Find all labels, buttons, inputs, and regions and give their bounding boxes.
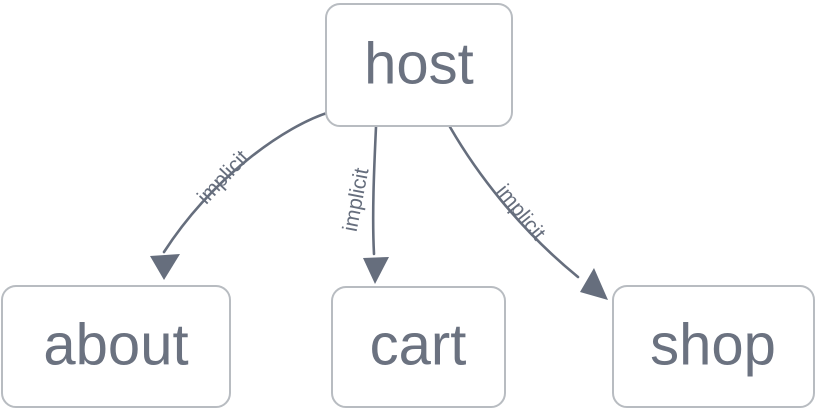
edge-label-group-host-shop: implicit bbox=[492, 180, 550, 244]
node-host-label: host bbox=[364, 31, 474, 96]
node-cart-box bbox=[331, 286, 506, 408]
edges-layer: implicit implicit implicit bbox=[150, 110, 608, 300]
node-about-box bbox=[1, 285, 231, 408]
edge-path-host-cart bbox=[371, 125, 378, 256]
edge-arrowhead-host-shop bbox=[580, 268, 608, 300]
edge-host-cart[interactable]: implicit bbox=[339, 125, 389, 284]
node-shop-box bbox=[612, 285, 815, 408]
node-host-box bbox=[325, 3, 513, 127]
node-about[interactable]: about bbox=[1, 285, 231, 408]
edge-arrowhead-host-about bbox=[150, 254, 180, 280]
node-cart[interactable]: cart bbox=[331, 286, 506, 408]
node-shop[interactable]: shop bbox=[612, 285, 815, 408]
edge-path-host-shop bbox=[448, 125, 580, 279]
node-cart-label: cart bbox=[370, 312, 467, 377]
edge-label-host-about: implicit bbox=[193, 146, 254, 209]
edge-label-host-cart: implicit bbox=[339, 166, 374, 234]
edge-arrowhead-host-cart bbox=[363, 257, 389, 284]
edge-label-host-shop: implicit bbox=[492, 180, 550, 244]
edge-path-host-about bbox=[162, 110, 332, 254]
node-shop-label: shop bbox=[650, 312, 776, 377]
nodes-layer: host about cart shop bbox=[1, 3, 815, 408]
node-host[interactable]: host bbox=[325, 3, 513, 127]
edge-host-shop[interactable]: implicit bbox=[448, 125, 608, 300]
node-about-label: about bbox=[43, 312, 188, 377]
edge-host-about[interactable]: implicit bbox=[150, 110, 332, 280]
edge-label-group-host-cart: implicit bbox=[339, 166, 374, 234]
edge-label-group-host-about: implicit bbox=[193, 146, 254, 209]
